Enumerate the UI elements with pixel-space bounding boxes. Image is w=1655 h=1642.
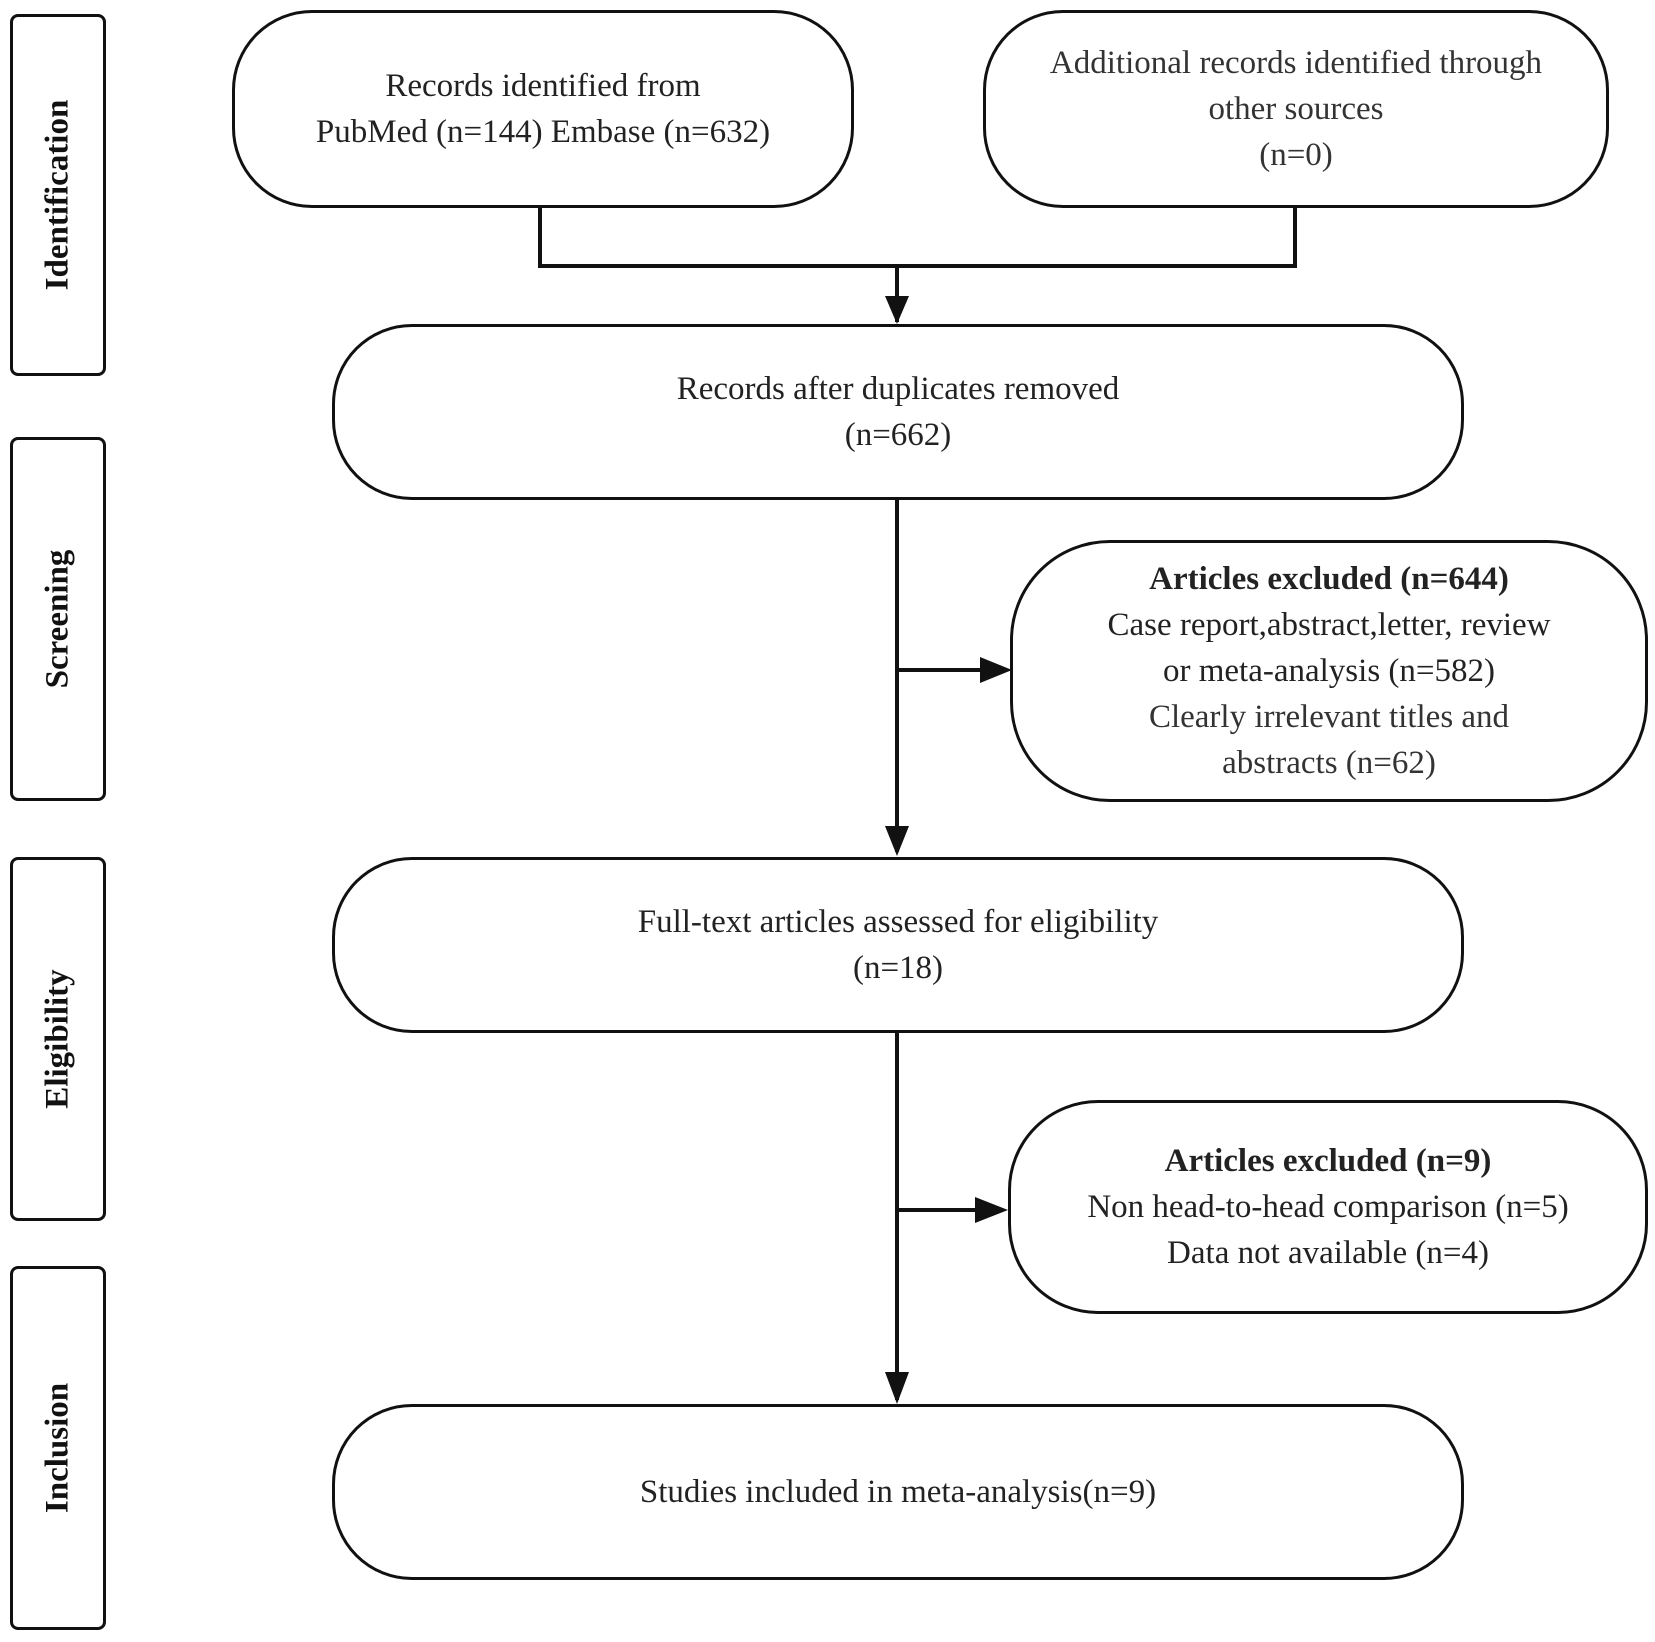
arrowhead-screening-excluded [980,657,1012,683]
screening-excluded-heading: Articles excluded (n=644) [1149,561,1509,597]
other-sources-line1: Additional records identified through [1049,45,1543,81]
screening-excluded-box: Articles excluded (n=644) Case report,ab… [1010,540,1648,802]
eligibility-excluded-line1: Non head-to-head comparison (n=5) [1087,1189,1569,1225]
stage-inclusion-label: Inclusion [39,1382,76,1514]
stage-eligibility: Eligibility [10,857,106,1221]
other-sources-line3: (n=0) [1259,137,1333,173]
database-records-box: Records identified from PubMed (n=144) E… [232,10,854,208]
eligibility-excluded-heading: Articles excluded (n=9) [1164,1143,1492,1179]
arrowhead-included [885,1372,909,1404]
after-duplicates-line2: (n=662) [844,417,952,453]
screening-excluded-line3: Clearly irrelevant titles and [1148,699,1510,735]
screening-excluded-line1: Case report,abstract,letter, review [1107,607,1551,643]
stage-identification: Identification [10,14,106,376]
full-text-line1: Full-text articles assessed for eligibil… [637,904,1159,940]
arrowhead-full-text [885,826,909,856]
after-duplicates-line1: Records after duplicates removed [676,371,1120,407]
screening-excluded-line2: or meta-analysis (n=582) [1162,653,1495,689]
included-line1: Studies included in meta-analysis(n=9) [639,1474,1157,1510]
included-box: Studies included in meta-analysis(n=9) [332,1404,1464,1580]
stage-identification-label: Identification [39,99,76,291]
database-records-line1: Records identified from [385,68,701,104]
arrowhead-eligibility-excluded [975,1197,1008,1223]
stage-screening: Screening [10,437,106,801]
stage-inclusion: Inclusion [10,1266,106,1630]
eligibility-excluded-box: Articles excluded (n=9) Non head-to-head… [1008,1100,1648,1314]
other-sources-line2: other sources [1208,91,1384,127]
other-sources-box: Additional records identified through ot… [983,10,1609,208]
full-text-line2: (n=18) [852,950,944,986]
after-duplicates-box: Records after duplicates removed (n=662) [332,324,1464,500]
full-text-box: Full-text articles assessed for eligibil… [332,857,1464,1033]
database-records-line2: PubMed (n=144) Embase (n=632) [315,114,771,150]
merge-connector [538,206,1297,268]
screening-excluded-line4: abstracts (n=62) [1222,745,1436,781]
arrowhead-deduplicated [885,296,909,324]
stage-screening-label: Screening [39,549,76,689]
eligibility-excluded-line2: Data not available (n=4) [1167,1235,1489,1271]
stage-eligibility-label: Eligibility [39,969,76,1109]
